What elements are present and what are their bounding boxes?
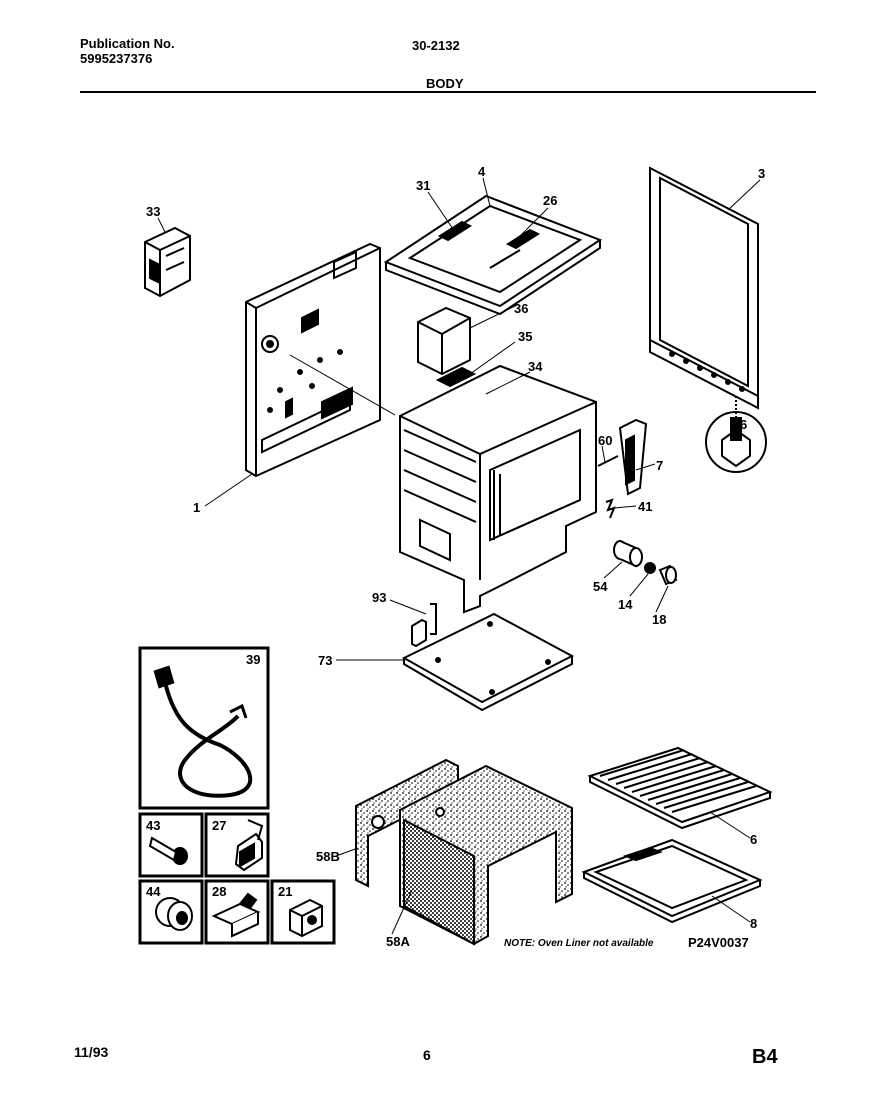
model-number: 30-2132 (412, 38, 460, 53)
part-14-washer (644, 562, 656, 574)
part-8-broiler-pan (581, 838, 763, 924)
part-body-frame (399, 364, 597, 614)
part-73-bottom-panel (401, 612, 575, 712)
callout-73: 73 (318, 653, 332, 668)
part-27-clip (234, 819, 264, 872)
callout-43: 43 (146, 818, 160, 833)
part-41-spring (605, 498, 616, 519)
callout-93: 93 (372, 590, 386, 605)
callout-44: 44 (146, 884, 161, 899)
part-6-leveling-leg (705, 396, 767, 473)
inset-box-39 (138, 646, 270, 810)
figure-code: P24V0037 (688, 935, 749, 950)
part-7-hinge (618, 418, 648, 496)
inset-box-28 (204, 879, 270, 945)
part-33-bracket (144, 226, 191, 298)
part-44-bushing (155, 897, 193, 931)
callout-36: 36 (514, 301, 528, 316)
callout-26: 26 (543, 193, 557, 208)
inset-box-27 (204, 812, 270, 878)
leader-lines (157, 177, 761, 935)
publication-label: Publication No. (80, 36, 175, 51)
footer-page-number: 6 (423, 1047, 431, 1063)
publication-number: 5995237376 (80, 51, 153, 66)
part-39-power-cord (153, 665, 253, 798)
oven-liner-note: NOTE: Oven Liner not available (504, 938, 654, 949)
part-21-connector (289, 898, 323, 938)
callout-54: 54 (593, 579, 608, 594)
part-54-shaft (613, 540, 643, 568)
callout-8: 8 (750, 916, 757, 931)
callout-3: 3 (758, 166, 765, 181)
callout-35: 35 (518, 329, 532, 344)
inset-box-21 (270, 879, 336, 945)
callout-28: 28 (212, 884, 226, 899)
callout-31: 31 (416, 178, 430, 193)
part-58A-insulation (399, 764, 573, 946)
inset-box-43 (138, 812, 204, 878)
part-28-bracket (211, 892, 261, 938)
assembly-line (289, 354, 396, 416)
callout-21: 21 (278, 884, 292, 899)
header-rule (80, 91, 816, 93)
callout-34: 34 (528, 359, 543, 374)
part-1-back-panel (245, 242, 381, 478)
callout-58A: 58A (386, 934, 410, 949)
footer-date: 11/93 (74, 1044, 109, 1060)
callout-4: 4 (478, 164, 486, 179)
callout-6-rack: 6 (750, 832, 757, 847)
part-3-door (649, 166, 759, 410)
part-35-plate (435, 366, 477, 388)
callout-58B: 58B (316, 849, 340, 864)
part-4-top-panel (383, 194, 603, 316)
inset-box-44 (138, 879, 204, 945)
callout-33: 33 (146, 204, 160, 219)
callout-39: 39 (246, 652, 260, 667)
callout-18: 18 (652, 612, 666, 627)
part-93-switch (411, 603, 437, 648)
callout-41: 41 (638, 499, 652, 514)
callout-1: 1 (193, 500, 200, 515)
part-18-knob (658, 564, 678, 586)
part-43-screw (148, 836, 188, 865)
callout-6-leg: 6 (740, 417, 747, 432)
callout-60: 60 (598, 433, 612, 448)
callout-27: 27 (212, 818, 226, 833)
part-6-oven-rack (587, 746, 773, 830)
part-60-pin (597, 455, 619, 467)
part-36-duct (417, 306, 471, 376)
section-title: BODY (426, 76, 464, 91)
callout-14: 14 (618, 597, 633, 612)
footer-section-code: B4 (752, 1046, 778, 1068)
callout-7: 7 (656, 458, 663, 473)
